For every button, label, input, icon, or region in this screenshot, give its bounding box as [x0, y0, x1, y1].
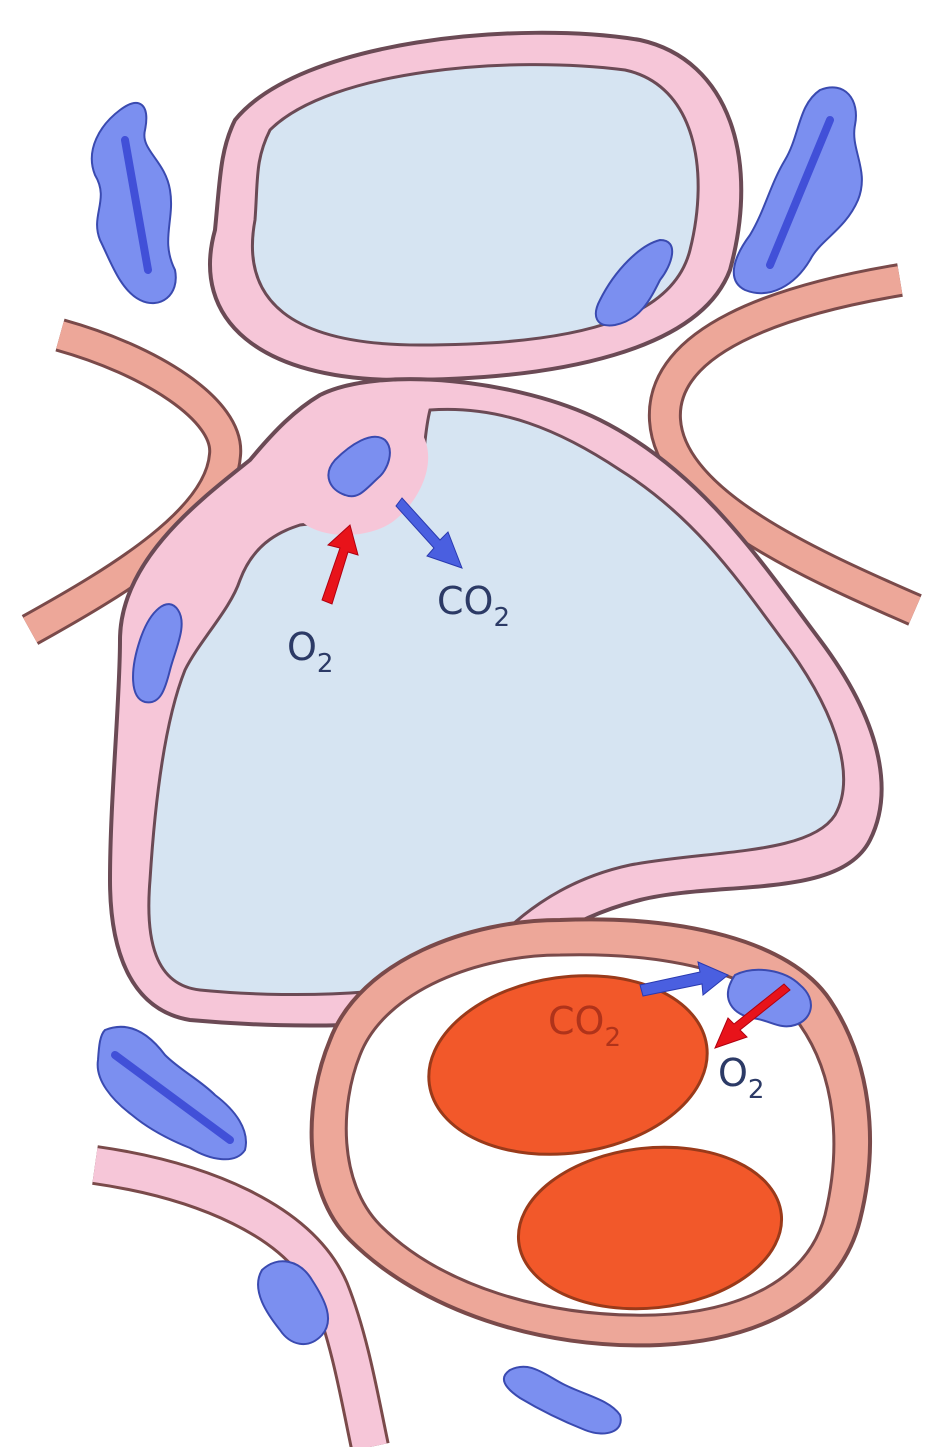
interstitial-cell-top-right [734, 87, 862, 293]
alveolus-upper [210, 33, 741, 380]
interstitial-cell-bottom-left [98, 1027, 246, 1159]
interstitial-cell-bottom [504, 1367, 621, 1434]
interstitial-cell-top-left [92, 103, 176, 303]
capillary [312, 919, 870, 1345]
